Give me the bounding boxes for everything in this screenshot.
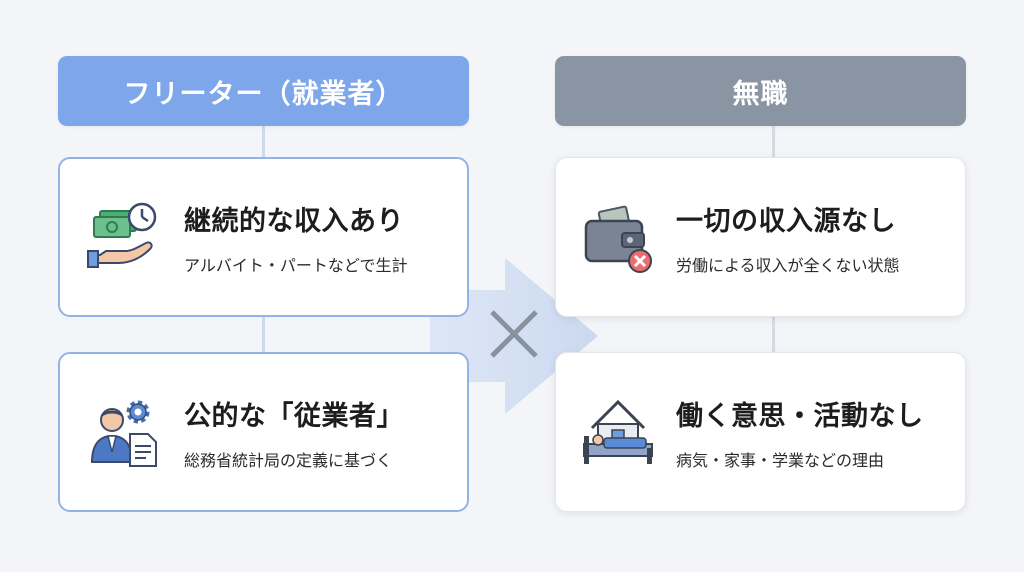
right-connector-mid [772, 316, 775, 352]
worker-gear-document-icon [90, 400, 157, 467]
no-income-card: 一切の収入源なし 労働による収入が全くない状態 [555, 157, 966, 317]
cross-icon [490, 310, 538, 358]
money-hand-clock-icon [87, 202, 157, 268]
card-title: 働く意思・活動なし [676, 400, 924, 432]
card-title: 一切の収入源なし [676, 205, 896, 237]
house-bed-icon [583, 399, 653, 464]
card-subtitle: 病気・家事・学業などの理由 [676, 450, 885, 470]
left-connector-mid [262, 316, 265, 352]
freeter-header: フリーター（就業者） [58, 56, 469, 126]
card-subtitle: 労働による収入が全くない状態 [676, 255, 900, 275]
card-title: 継続的な収入あり [184, 205, 404, 237]
card-subtitle: 総務省統計局の定義に基づく [184, 450, 393, 470]
empty-wallet-icon [584, 205, 652, 273]
unemployed-header: 無職 [555, 56, 966, 126]
right-connector-top [772, 126, 775, 158]
employee-definition-card: 公的な「従業者」 総務省統計局の定義に基づく [58, 352, 469, 512]
card-title: 公的な「従業者」 [184, 400, 404, 432]
income-card: 継続的な収入あり アルバイト・パートなどで生計 [58, 157, 469, 317]
card-subtitle: アルバイト・パートなどで生計 [184, 255, 408, 275]
no-will-card: 働く意思・活動なし 病気・家事・学業などの理由 [555, 352, 966, 512]
left-connector-top [262, 126, 265, 158]
